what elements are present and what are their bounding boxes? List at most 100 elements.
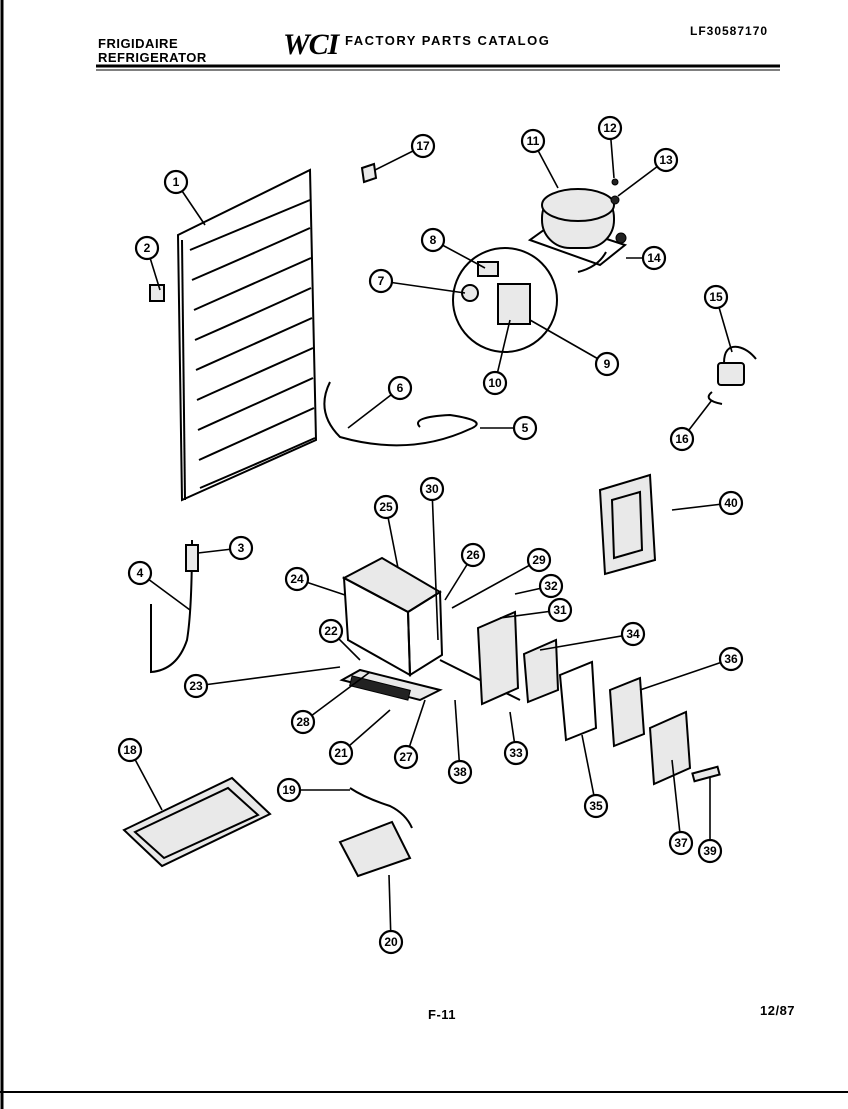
callout-label-16: 16	[675, 432, 689, 446]
callout-label-23: 23	[189, 679, 203, 693]
grommet	[610, 195, 620, 205]
drain-tube	[150, 539, 193, 674]
callout-leader-23	[195, 666, 341, 687]
callout-17: 17	[410, 133, 436, 159]
mounting-bracket	[338, 820, 412, 878]
callout-6: 6	[387, 375, 413, 401]
callout-label-14: 14	[647, 251, 661, 265]
callout-30: 30	[419, 476, 445, 502]
callout-leader-9	[529, 319, 608, 365]
small-plate	[691, 765, 721, 783]
clip	[360, 162, 378, 184]
gasket	[558, 660, 598, 742]
callout-1: 1	[163, 169, 189, 195]
callout-15: 15	[703, 284, 729, 310]
callout-36: 36	[718, 646, 744, 672]
callout-label-10: 10	[488, 376, 502, 390]
callout-label-28: 28	[296, 715, 310, 729]
callout-label-6: 6	[397, 381, 404, 395]
tube-connector	[185, 544, 199, 572]
callout-39: 39	[697, 838, 723, 864]
callouts: 1234567891011121314151617181920212223242…	[117, 115, 744, 955]
callout-label-22: 22	[324, 624, 338, 638]
callout-9: 9	[594, 351, 620, 377]
callout-25: 25	[373, 494, 399, 520]
callout-label-12: 12	[603, 121, 617, 135]
callout-23: 23	[183, 673, 209, 699]
callout-label-37: 37	[674, 836, 688, 850]
callout-label-18: 18	[123, 743, 137, 757]
callout-10: 10	[482, 370, 508, 396]
access-cover	[598, 473, 657, 576]
mounting-grommet	[615, 232, 627, 244]
callout-label-24: 24	[290, 572, 304, 586]
callout-leader-29	[451, 559, 540, 609]
power-cord	[323, 381, 478, 447]
callout-29: 29	[526, 547, 552, 573]
wire-harness	[349, 787, 413, 829]
callout-label-27: 27	[399, 750, 413, 764]
callout-label-26: 26	[466, 548, 480, 562]
callout-5: 5	[512, 415, 538, 441]
callout-22: 22	[318, 618, 344, 644]
callout-label-13: 13	[659, 153, 673, 167]
callout-leader-34	[539, 633, 634, 651]
callout-label-31: 31	[553, 603, 567, 617]
callout-leader-7	[380, 280, 466, 294]
control-box	[522, 638, 560, 704]
callout-label-30: 30	[425, 482, 439, 496]
callout-19: 19	[276, 777, 302, 803]
callout-label-34: 34	[626, 627, 640, 641]
callout-2: 2	[134, 235, 160, 261]
callout-label-40: 40	[724, 496, 738, 510]
board	[648, 710, 692, 786]
callout-label-17: 17	[416, 139, 430, 153]
callout-label-1: 1	[173, 175, 180, 189]
callout-32: 32	[538, 573, 564, 599]
callout-label-29: 29	[532, 553, 546, 567]
callout-label-21: 21	[334, 746, 348, 760]
callout-label-9: 9	[604, 357, 611, 371]
callout-label-25: 25	[379, 500, 393, 514]
callout-label-4: 4	[137, 566, 144, 580]
callout-31: 31	[547, 597, 573, 623]
callout-34: 34	[620, 621, 646, 647]
callout-3: 3	[228, 535, 254, 561]
grommet-bolt	[611, 178, 619, 186]
compressor	[527, 188, 628, 273]
callout-28: 28	[290, 709, 316, 735]
callout-37: 37	[668, 830, 694, 856]
callout-20: 20	[378, 929, 404, 955]
callout-35: 35	[583, 793, 609, 819]
callout-label-36: 36	[724, 652, 738, 666]
module	[608, 676, 646, 748]
wci-logo: WCI	[283, 28, 339, 61]
catalog-title: FACTORY PARTS CATALOG	[345, 33, 551, 48]
callout-label-38: 38	[453, 765, 467, 779]
catalog-date: 12/87	[760, 1003, 796, 1018]
callout-label-8: 8	[430, 233, 437, 247]
callout-label-20: 20	[384, 935, 398, 949]
callout-label-15: 15	[709, 290, 723, 304]
drain-tray	[122, 776, 272, 868]
callout-21: 21	[328, 740, 354, 766]
brand-line-1: FRIGIDAIRE	[98, 36, 179, 51]
callout-24: 24	[284, 566, 310, 592]
callout-33: 33	[503, 740, 529, 766]
callout-13: 13	[653, 147, 679, 173]
callout-label-39: 39	[703, 844, 717, 858]
callout-7: 7	[368, 268, 394, 294]
callout-4: 4	[127, 560, 153, 586]
capacitor	[707, 345, 757, 405]
callout-16: 16	[669, 426, 695, 452]
callout-18: 18	[117, 737, 143, 763]
callout-label-33: 33	[509, 746, 523, 760]
callout-label-35: 35	[589, 799, 603, 813]
callout-label-5: 5	[522, 421, 529, 435]
callout-label-19: 19	[282, 783, 296, 797]
callout-40: 40	[718, 490, 744, 516]
callout-12: 12	[597, 115, 623, 141]
callout-label-7: 7	[378, 274, 385, 288]
callout-label-11: 11	[527, 134, 540, 148]
